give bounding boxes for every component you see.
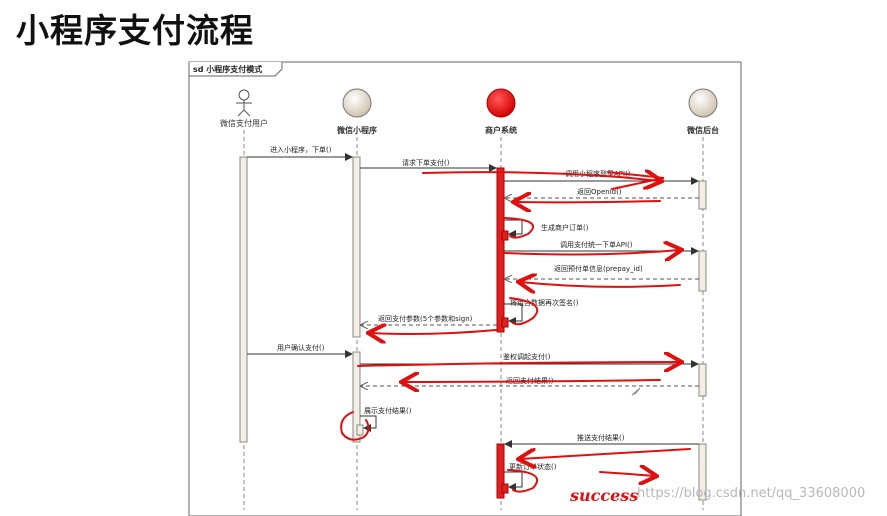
activation-backend-4 bbox=[698, 443, 707, 501]
red-annotation-arrow bbox=[509, 297, 539, 326]
frame-label: sd 小程序支付模式 bbox=[193, 64, 262, 74]
message-arrow bbox=[360, 415, 377, 432]
page-title: 小程序支付流程 bbox=[16, 11, 254, 50]
lifeline-merchant-label: 商户系统 bbox=[485, 125, 517, 135]
message-label: 返回预付单信息(prepay_id) bbox=[554, 264, 643, 273]
red-annotation-arrow bbox=[507, 469, 539, 493]
message-arrow bbox=[504, 219, 523, 238]
lifeline-miniprogram-label: 微信小程序 bbox=[336, 125, 377, 135]
activation-miniprogram-self bbox=[356, 424, 364, 436]
message-label: 请求下单支付() bbox=[402, 158, 450, 167]
red-annotation-arrow bbox=[520, 448, 691, 459]
diagram-frame bbox=[188, 61, 742, 516]
message-label: 鉴权调起支付() bbox=[503, 352, 551, 361]
message-label: 将组合数据再次签名() bbox=[510, 298, 579, 307]
entity-wechat-backend-icon bbox=[688, 88, 718, 118]
activation-merchant-self-2 bbox=[501, 317, 509, 328]
message-label: 生成商户订单() bbox=[541, 223, 589, 232]
red-annotation-arrow bbox=[403, 380, 661, 382]
message-label: 进入小程序，下单() bbox=[270, 145, 332, 154]
activation-merchant-2 bbox=[496, 443, 505, 499]
actor-user-icon bbox=[236, 89, 252, 117]
activation-backend-2 bbox=[698, 250, 707, 292]
red-annotation-arrow bbox=[515, 201, 661, 202]
message-label: 返回Openid() bbox=[577, 188, 622, 196]
activation-miniprogram-1 bbox=[352, 156, 361, 338]
watermark-url: https://blog.csdn.net/qq_33608000 bbox=[637, 486, 866, 501]
red-annotation-arrow bbox=[599, 472, 655, 476]
red-annotation-arrow bbox=[520, 282, 681, 287]
message-label: 调用支付统一下单API() bbox=[560, 240, 633, 249]
entity-merchant-icon bbox=[486, 88, 516, 118]
message-label: 展示支付结果() bbox=[364, 406, 412, 415]
red-annotation-arrow bbox=[370, 330, 497, 334]
lifeline-user-label: 微信支付用户 bbox=[220, 118, 268, 128]
message-label: 返回支付参数(5个参数和sign) bbox=[378, 314, 473, 323]
activation-user bbox=[239, 156, 248, 443]
red-annotation-arrow bbox=[504, 217, 534, 239]
red-annotation-arrow bbox=[357, 362, 680, 366]
message-arrow bbox=[504, 471, 523, 491]
red-annotation-circle bbox=[340, 411, 370, 441]
lifeline-wechat-backend-label: 微信后台 bbox=[686, 125, 719, 135]
message-label: 推送支付结果() bbox=[577, 433, 625, 442]
activation-merchant-1 bbox=[496, 167, 505, 333]
activation-miniprogram-2 bbox=[352, 351, 361, 443]
red-annotation-arrow bbox=[504, 250, 680, 254]
red-annotation-arrow bbox=[607, 171, 665, 190]
red-annotations bbox=[340, 171, 691, 493]
frame-label-tab bbox=[188, 62, 283, 77]
message-label: 用户确认支付() bbox=[277, 343, 325, 352]
handwritten-success-note: success bbox=[570, 486, 639, 505]
activation-backend-3 bbox=[698, 363, 707, 397]
activation-backend-1 bbox=[698, 180, 707, 210]
activation-merchant-self-3 bbox=[501, 483, 509, 494]
red-annotation-arrow bbox=[422, 172, 660, 181]
message-label: 调用小程序登录API() bbox=[565, 169, 631, 178]
message-arrow bbox=[504, 303, 523, 325]
entity-miniprogram-icon bbox=[342, 88, 372, 118]
activation-merchant-self-1 bbox=[501, 230, 509, 241]
pen-cursor-icon bbox=[631, 387, 641, 396]
